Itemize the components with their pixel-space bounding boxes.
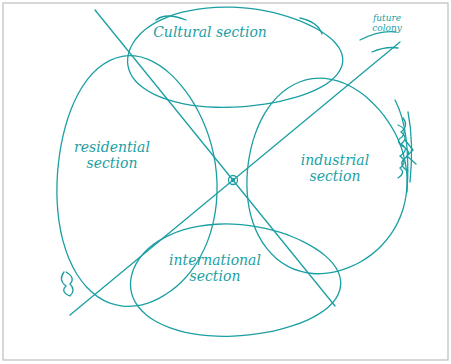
frame-border <box>3 3 448 360</box>
diagonal-line <box>70 42 400 315</box>
section-lobe: Cultural section <box>125 8 340 108</box>
lobe-outline-path <box>130 224 340 336</box>
scribble <box>61 272 73 296</box>
center-circle <box>229 176 238 185</box>
section-label: residential section <box>72 139 152 171</box>
lobe-outline-path <box>128 7 343 107</box>
section-lobe: international section <box>128 225 338 337</box>
section-label: industrial section <box>295 152 375 184</box>
section-label: international section <box>160 252 270 284</box>
section-label: Cultural section <box>145 24 275 40</box>
section-lobe: industrial section <box>245 80 405 275</box>
scribble-stroke <box>395 100 412 192</box>
center-dot <box>232 179 235 182</box>
lobe-outline <box>125 8 340 108</box>
lobe-outline-path <box>247 78 407 274</box>
sketch-stroke <box>360 32 398 52</box>
note-label: future colony <box>369 14 405 34</box>
